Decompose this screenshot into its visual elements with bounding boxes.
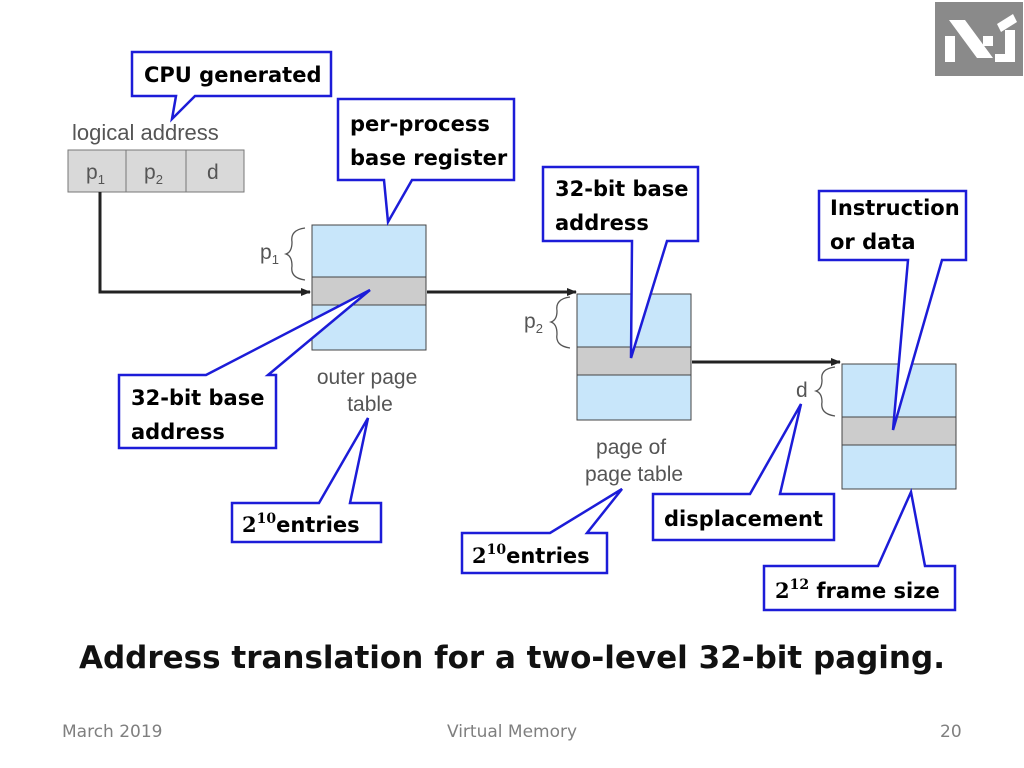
svg-text:210entries: 210entries	[242, 511, 360, 537]
callout-cpu-generated: CPU generated	[130, 50, 333, 123]
brace-d-label: d	[796, 379, 808, 402]
callout-displacement: displacement	[651, 403, 836, 542]
frame-target-row	[841, 416, 957, 446]
inner-page-table	[576, 293, 692, 421]
callout-entries-inner: 210entries	[460, 487, 623, 575]
svg-text:212 frame size: 212 frame size	[775, 577, 940, 603]
svg-text:32-bit base address: 32-bit base address	[555, 177, 696, 235]
field-p1: p1	[86, 161, 105, 187]
outer-page-table	[311, 224, 427, 351]
slide-title: Address translation for a two-level 32-b…	[79, 640, 945, 676]
brace-d	[813, 366, 836, 417]
svg-text:CPU generated: CPU generated	[144, 63, 321, 87]
callout-per-process-base-register: per-process base register	[336, 97, 516, 227]
field-d-cell	[185, 149, 245, 193]
inner-table-label: page of page table	[585, 436, 683, 486]
hebrew-letters-logo-icon	[935, 2, 1023, 76]
logical-address-label: logical address	[72, 120, 219, 145]
callout-32-bit-base-address-left: 32-bit base address	[117, 288, 371, 450]
logical-address-fields: p1 p2 d	[67, 149, 245, 193]
svg-text:Instruction or data: Instruction or data	[830, 196, 967, 254]
outer-table-label: outer page table	[317, 366, 423, 416]
field-p2: p2	[144, 161, 163, 187]
field-p2-cell	[125, 149, 187, 193]
brace-p2	[548, 296, 571, 349]
brace-p1-label: p1	[260, 241, 279, 267]
field-p1-cell	[67, 149, 127, 193]
callout-entries-outer: 210entries	[230, 417, 383, 544]
field-d: d	[207, 161, 219, 184]
arrow-p1-to-outer-table	[98, 192, 311, 296]
svg-text:32-bit base address: 32-bit base address	[131, 386, 272, 444]
callout-32-bit-base-address-top: 32-bit base address	[541, 165, 700, 359]
page-number: 20	[940, 722, 962, 742]
footer-topic: Virtual Memory	[446, 722, 578, 742]
callout-frame-size: 212 frame size	[762, 487, 957, 612]
svg-text:per-process base registe: per-process base register	[350, 112, 508, 170]
svg-text:displacement: displacement	[664, 507, 823, 531]
callout-instruction-or-data: Instruction or data	[817, 189, 968, 431]
footer-date: March 2019	[62, 722, 163, 742]
brace-p1	[283, 227, 306, 281]
brace-p2-label: p2	[524, 310, 543, 336]
svg-text:210entries: 210entries	[472, 542, 590, 568]
